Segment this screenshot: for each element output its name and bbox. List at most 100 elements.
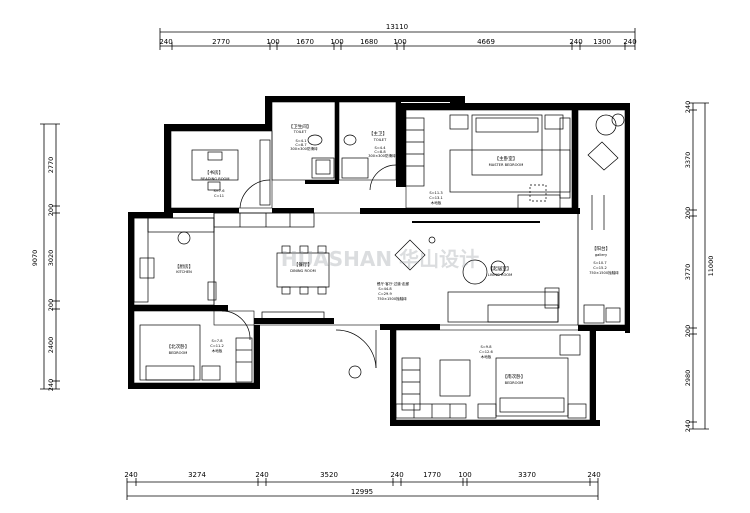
svg-text:1670: 1670 <box>296 38 314 46</box>
svg-text:【厨房】: 【厨房】 <box>175 263 193 270</box>
svg-text:3020: 3020 <box>47 250 55 267</box>
furniture <box>133 113 625 419</box>
dimension-left <box>40 123 60 390</box>
svg-text:【阳台】: 【阳台】 <box>592 245 610 252</box>
svg-text:240: 240 <box>569 38 582 46</box>
svg-text:1680: 1680 <box>360 38 378 46</box>
svg-text:木地板: 木地板 <box>212 348 223 353</box>
svg-text:3274: 3274 <box>188 471 206 479</box>
svg-text:S=10.7: S=10.7 <box>593 261 606 265</box>
svg-text:300×300防滑砖: 300×300防滑砖 <box>368 153 396 158</box>
svg-text:240: 240 <box>47 379 55 391</box>
svg-text:100: 100 <box>458 471 471 479</box>
svg-text:DINING ROOM: DINING ROOM <box>290 269 315 273</box>
svg-text:C=13.1: C=13.1 <box>429 196 443 200</box>
svg-text:S=7.6: S=7.6 <box>213 189 225 193</box>
dim-bottom-total: 12995 <box>351 488 373 496</box>
svg-text:【餐厅】: 【餐厅】 <box>294 261 312 268</box>
svg-text:【北次卧】: 【北次卧】 <box>167 343 190 350</box>
svg-text:4669: 4669 <box>477 38 495 46</box>
dim-right-segments: 240 3370 200 3770 200 2980 240 <box>684 101 692 432</box>
svg-text:1300: 1300 <box>593 38 611 46</box>
dim-left-total: 9070 <box>31 250 39 267</box>
svg-text:【卫生间】: 【卫生间】 <box>289 123 312 130</box>
svg-text:2980: 2980 <box>684 370 692 387</box>
svg-text:C=8.8: C=8.8 <box>374 150 386 154</box>
svg-text:S=4.1: S=4.1 <box>295 139 306 143</box>
svg-text:【主卫】: 【主卫】 <box>369 130 387 137</box>
svg-text:3370: 3370 <box>684 152 692 169</box>
svg-text:C=11.2: C=11.2 <box>210 344 224 348</box>
svg-text:3520: 3520 <box>320 471 338 479</box>
svg-text:C=11: C=11 <box>214 194 224 198</box>
room-label-reading: 【书房】 READING ROOM S=7.6 C=11 <box>201 169 230 198</box>
svg-text:S=44.8: S=44.8 <box>378 287 392 291</box>
svg-text:2400: 2400 <box>47 337 55 354</box>
dim-right-total: 11000 <box>707 256 715 277</box>
room-outlines <box>133 101 626 421</box>
svg-text:MASTER BEDROOM: MASTER BEDROOM <box>489 163 524 167</box>
dimension-top <box>159 28 636 50</box>
svg-text:TOILET: TOILET <box>373 138 387 142</box>
svg-text:C=15.2: C=15.2 <box>593 266 607 270</box>
room-label-kitchen: 【厨房】 KITCHEN <box>175 263 193 274</box>
svg-text:READING ROOM: READING ROOM <box>201 177 230 181</box>
svg-text:2770: 2770 <box>47 157 55 174</box>
svg-text:750×1500抛釉砖: 750×1500抛釉砖 <box>377 296 407 301</box>
room-label-living: 【起居室】 LIVING ROOM 餐厅·客厅·过道·走廊 S=44.8 C=2… <box>377 265 512 301</box>
room-label-gallery: 【阳台】 gallery S=10.7 C=15.2 750×1500抛釉砖 <box>589 245 619 275</box>
dim-bottom-segments: 240 3274 240 3520 240 1770 100 3370 240 <box>124 471 600 479</box>
svg-text:餐厅·客厅·过道·走廊: 餐厅·客厅·过道·走廊 <box>377 281 410 286</box>
dim-top-segments: 240 2770 100 1670 100 1680 100 4669 240 … <box>159 38 636 46</box>
room-label-toilet2: 【主卫】 TOILET S=4.4 C=8.8 300×300防滑砖 <box>368 130 396 158</box>
svg-text:【南次卧】: 【南次卧】 <box>503 373 526 380</box>
svg-text:200: 200 <box>684 207 692 219</box>
svg-text:S=11.3: S=11.3 <box>429 191 442 195</box>
room-label-master: 【主卧室】 MASTER BEDROOM S=11.3 C=13.1 木地板 <box>429 155 523 205</box>
svg-text:KITCHEN: KITCHEN <box>176 270 192 274</box>
svg-text:LIVING ROOM: LIVING ROOM <box>488 273 512 277</box>
svg-text:750×1500抛釉砖: 750×1500抛釉砖 <box>589 270 619 275</box>
svg-text:S=4.4: S=4.4 <box>374 146 386 150</box>
svg-text:TOILET: TOILET <box>293 130 307 134</box>
svg-text:200: 200 <box>47 299 55 311</box>
svg-text:BEDROOM: BEDROOM <box>169 351 188 355</box>
svg-text:S=7.8: S=7.8 <box>211 339 223 343</box>
svg-text:240: 240 <box>255 471 268 479</box>
svg-text:240: 240 <box>159 38 172 46</box>
svg-text:100: 100 <box>330 38 343 46</box>
svg-text:240: 240 <box>124 471 137 479</box>
svg-text:【主卧室】: 【主卧室】 <box>495 155 518 162</box>
svg-text:C=8.7: C=8.7 <box>295 143 306 147</box>
svg-text:240: 240 <box>684 101 692 113</box>
svg-text:【起居室】: 【起居室】 <box>489 265 512 272</box>
svg-text:100: 100 <box>266 38 279 46</box>
svg-text:3770: 3770 <box>684 264 692 281</box>
svg-text:gallery: gallery <box>595 253 608 257</box>
svg-text:100: 100 <box>393 38 406 46</box>
svg-text:2770: 2770 <box>212 38 230 46</box>
svg-text:1770: 1770 <box>423 471 441 479</box>
svg-text:3370: 3370 <box>518 471 536 479</box>
dimension-bottom <box>126 478 599 500</box>
svg-text:BEDROOM: BEDROOM <box>505 381 524 385</box>
svg-text:240: 240 <box>390 471 403 479</box>
watermark: HUASHAN 华山设计 <box>281 247 479 271</box>
svg-text:C=29.9: C=29.9 <box>378 292 392 296</box>
dim-left-segments: 2770 200 3020 200 2400 240 <box>47 157 55 391</box>
dim-top-total: 13110 <box>386 23 408 31</box>
svg-text:200: 200 <box>47 204 55 216</box>
svg-text:240: 240 <box>684 420 692 432</box>
svg-text:S=9.8: S=9.8 <box>480 345 492 349</box>
svg-text:木地板: 木地板 <box>481 354 492 359</box>
svg-text:木地板: 木地板 <box>431 200 442 205</box>
svg-text:200: 200 <box>684 325 692 337</box>
svg-text:【书房】: 【书房】 <box>205 169 223 176</box>
walls <box>128 96 630 426</box>
room-label-dining: 【餐厅】 DINING ROOM <box>290 261 315 273</box>
svg-text:C=12.6: C=12.6 <box>479 350 493 354</box>
svg-text:240: 240 <box>587 471 600 479</box>
svg-text:300×300防滑砖: 300×300防滑砖 <box>290 146 318 151</box>
room-label-toilet1: 【卫生间】 TOILET S=4.1 C=8.7 300×300防滑砖 <box>289 123 319 151</box>
